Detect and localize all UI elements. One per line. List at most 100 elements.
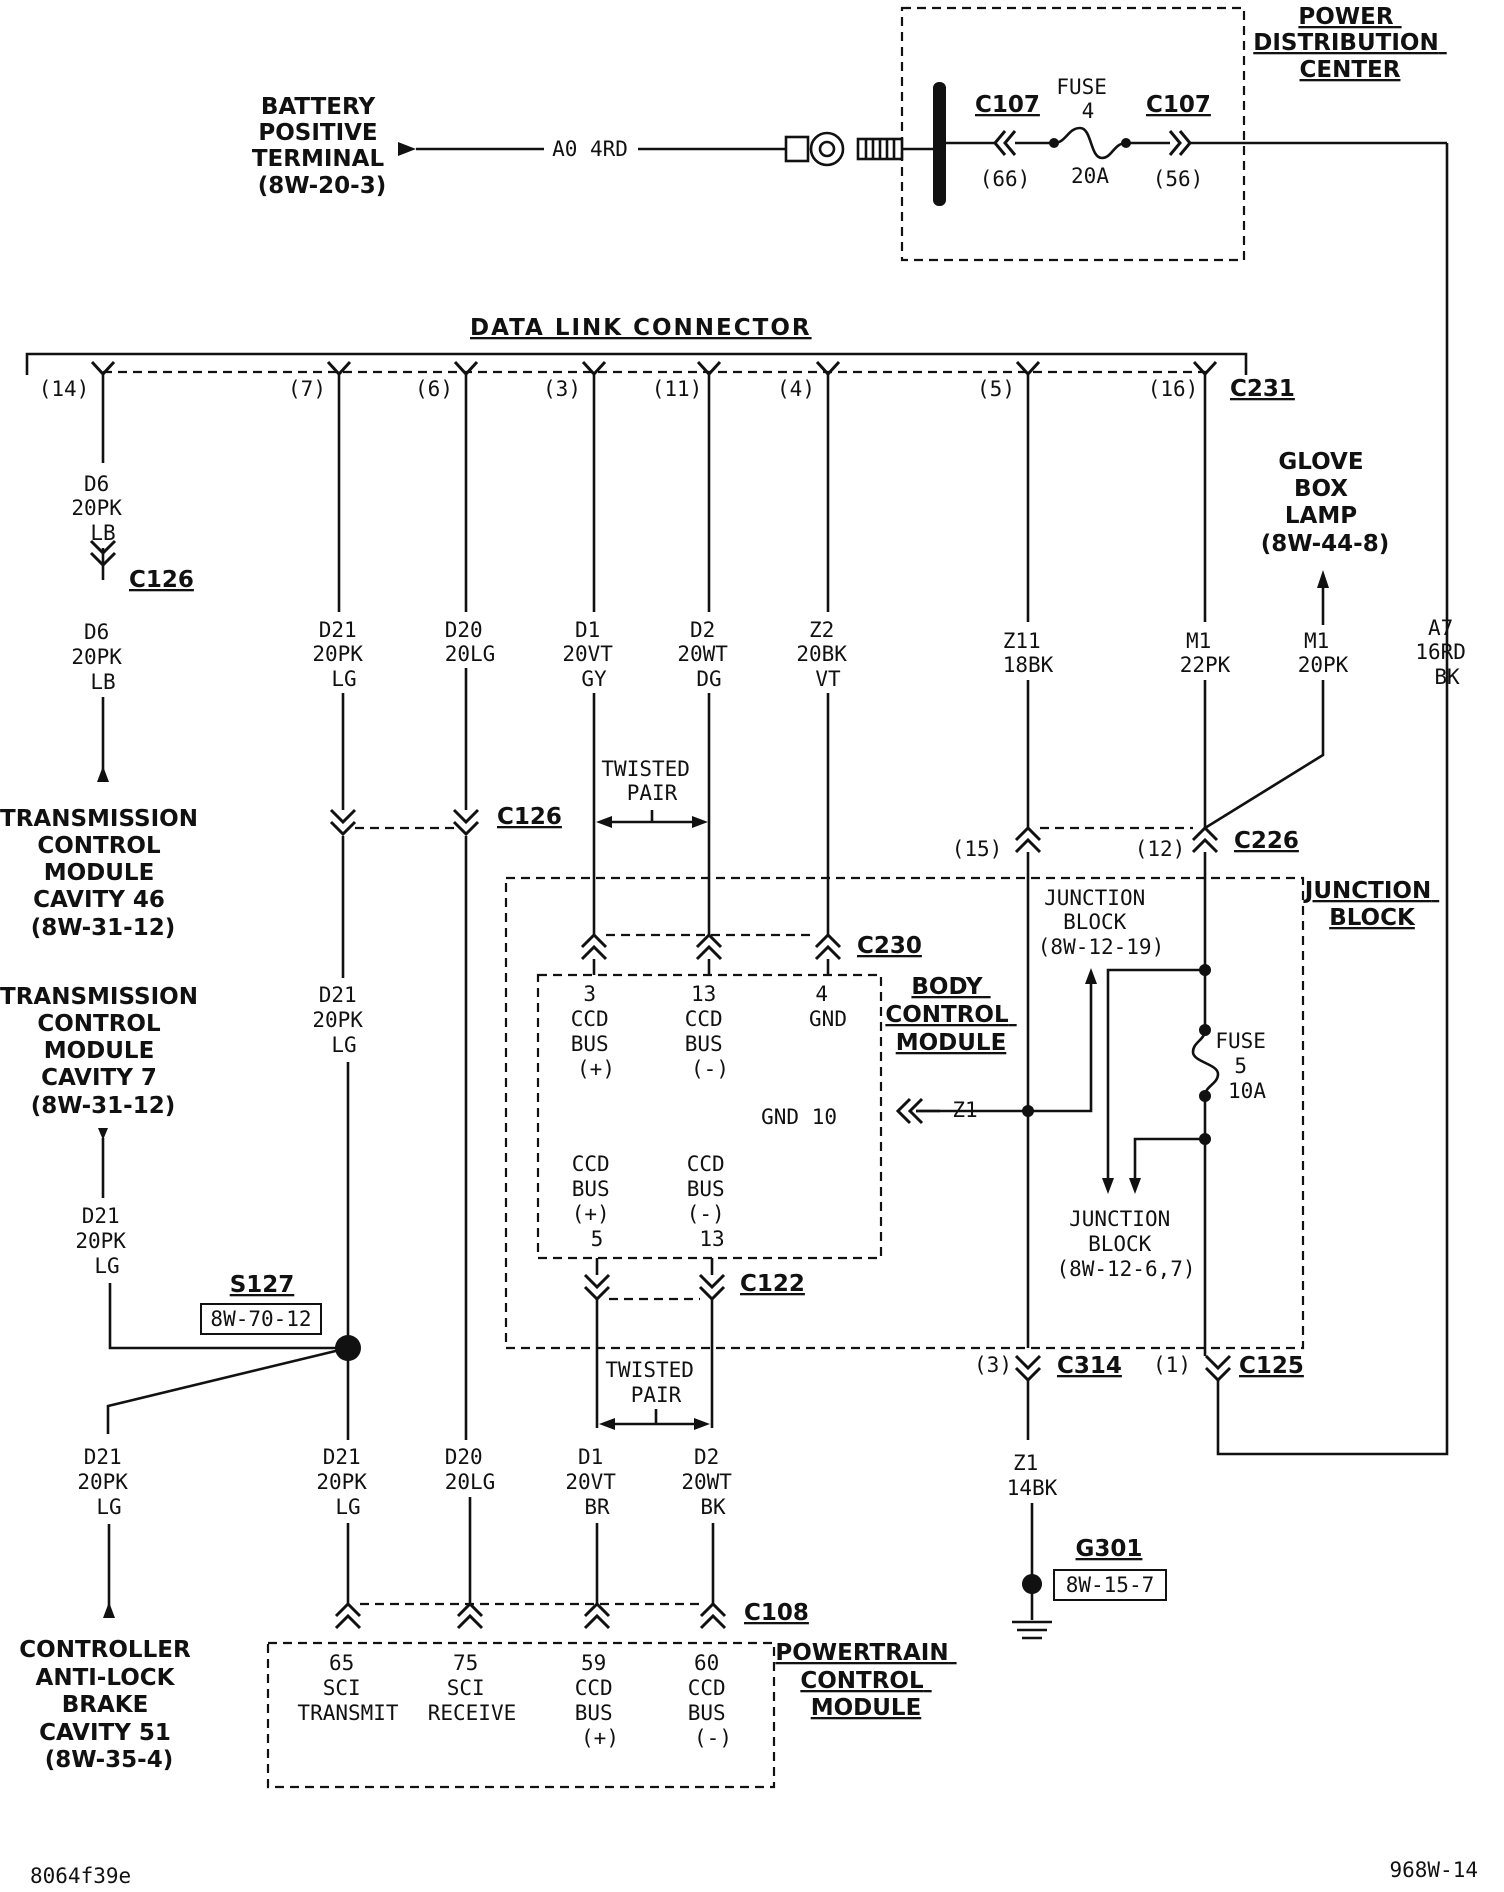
wire-d20-label-1: D20 20LG xyxy=(445,618,496,666)
twisted-pair-upper-label: TWISTED PAIR xyxy=(601,757,702,805)
wire-d2-label: D2 20WT DG xyxy=(677,618,740,691)
bcm-cavity-4: 4 GND xyxy=(809,982,847,1031)
c314-pin3-label: (3) xyxy=(974,1353,1012,1377)
wire-d21-abs-upper xyxy=(106,1346,349,1434)
glove-box-lamp-label: GLOVE BOX LAMP (8W-44-8) xyxy=(1261,449,1389,557)
wire-d20-label-2: D20 20LG xyxy=(445,1445,496,1494)
jb-ref2-arrow-b xyxy=(1129,1178,1141,1194)
footer-left-code: 8064f39e xyxy=(30,1864,131,1888)
battery-terminal-label: BATTERY POSITIVE TERMINAL (8W-20-3) xyxy=(252,94,392,199)
fuse5-symbol xyxy=(1191,1029,1220,1097)
dlc-cavity-4 xyxy=(815,360,841,377)
fuse4-symbol xyxy=(1053,126,1127,160)
c126-d20-connector xyxy=(452,808,480,837)
pcm-cavity-59: 59 CCD BUS (+) xyxy=(575,1651,626,1750)
c108-pin59 xyxy=(583,1601,611,1630)
pcm-cavity-75: 75 SCI RECEIVE xyxy=(428,1651,517,1725)
dlc-pin-label-16: (16) xyxy=(1148,377,1199,401)
wire-a7 xyxy=(1216,143,1449,1456)
c226-label: C226 xyxy=(1234,828,1299,854)
wire-d6-label-top: D6 20PK LB xyxy=(71,472,134,545)
pdc-pin-66: (66) xyxy=(980,167,1031,191)
glove-box-arrow xyxy=(1317,570,1329,588)
pdc-boundary xyxy=(900,6,1246,262)
wire-d21-tcm7-lower xyxy=(108,1283,348,1350)
c314-connector xyxy=(1014,1354,1042,1383)
pdc-pin-56: (56) xyxy=(1153,167,1204,191)
jb-ref1-arrow xyxy=(1085,968,1097,984)
tcm-cavity-46-label: TRANSMISSION CONTROL MODULE CAVITY 46 (8… xyxy=(0,806,206,941)
dlc-bracket xyxy=(25,352,1248,375)
dlc-pin-label-14: (14) xyxy=(39,377,90,401)
dlc-pin-label-6: (6) xyxy=(415,377,453,401)
wire-d1-label: D1 20VT GY xyxy=(562,618,625,691)
c108-label: C108 xyxy=(744,1600,809,1626)
battery-arrow xyxy=(398,142,416,156)
abs-arrow xyxy=(103,1602,115,1618)
wire-d2-bottom-label: D2 20WT BK xyxy=(681,1445,744,1519)
ground-g301-eyelet xyxy=(1022,1574,1042,1594)
fuse5-label: FUSE 5 10A xyxy=(1215,1029,1278,1103)
c107-out-connector xyxy=(1168,130,1192,156)
ground-symbol xyxy=(1012,1620,1052,1640)
c126-d6-label: C126 xyxy=(129,567,194,593)
ring-terminal xyxy=(784,135,810,163)
stud-bolt xyxy=(856,137,904,161)
bcm-gnd-10: GND 10 xyxy=(761,1105,837,1129)
wire-d21-label-2: D21 20PK LG xyxy=(312,983,375,1057)
wire-jb-feed-a xyxy=(1106,968,1205,1178)
c230-label: C230 xyxy=(857,933,922,959)
ground-g301-ref: 8W-15-7 xyxy=(1066,1573,1155,1597)
pcm-cavity-60: 60 CCD BUS (-) xyxy=(688,1651,739,1750)
c125-pin1-label: (1) xyxy=(1153,1353,1191,1377)
dlc-cavity-11 xyxy=(696,360,722,377)
c226-pin15 xyxy=(1014,825,1042,854)
junction-block-ref1: JUNCTION BLOCK (8W-12-19) xyxy=(1038,886,1164,959)
twisted-pair-lower-label: TWISTED PAIR xyxy=(605,1358,706,1407)
wire-d6-label-bottom: D6 20PK LB xyxy=(71,620,134,694)
bcm-boundary xyxy=(536,973,883,1260)
junction-block-boundary xyxy=(504,876,1305,1350)
c230-pin4 xyxy=(814,932,842,961)
c226-pin12 xyxy=(1191,825,1219,854)
wire-z11-label: Z11 18BK xyxy=(1003,629,1054,677)
dlc-title: DATA LINK CONNECTOR xyxy=(470,315,812,341)
bcm-cavity-13-lower: CCD BUS (-) 13 xyxy=(687,1152,738,1251)
c107-in-connector xyxy=(993,130,1017,156)
wire-d21-abs-label: D21 20PK LG xyxy=(77,1445,140,1519)
dlc-pin-label-4: (4) xyxy=(777,377,815,401)
c230-pin3 xyxy=(580,932,608,961)
splice-s127-ref-box xyxy=(200,1303,322,1335)
ring-terminal-eye xyxy=(809,131,845,167)
twisted-pair-upper-arrow xyxy=(596,810,708,828)
c126-d21-connector xyxy=(329,808,357,837)
wire-d21-label-1: D21 20PK LG xyxy=(312,618,375,691)
c125-label: C125 xyxy=(1239,1353,1304,1379)
abs-controller-label: CONTROLLER ANTI-LOCK BRAKE CAVITY 51 (8W… xyxy=(19,1637,198,1773)
wire-z1-to-jb-ref xyxy=(1028,984,1093,1113)
twisted-pair-lower-arrow xyxy=(599,1409,710,1430)
pdc-title: POWER DISTRIBUTION CENTER xyxy=(1253,4,1446,83)
wire-d1-bottom-label: D1 20VT BR xyxy=(565,1445,628,1519)
pcm-title: POWERTRAIN CONTROL MODULE xyxy=(775,1640,956,1721)
bcm-cavity-13: 13 CCD BUS (-) xyxy=(685,982,736,1081)
c108-pin75 xyxy=(456,1601,484,1630)
dlc-c231: C231 xyxy=(1230,376,1295,402)
c122-pin13 xyxy=(698,1273,726,1302)
ground-g301-ref-box xyxy=(1053,1569,1167,1601)
battery-wire-label: A0 4RD xyxy=(552,137,628,161)
dlc-cavity-16 xyxy=(1192,360,1218,377)
wire-m1b xyxy=(1204,680,1325,830)
dlc-pin-label-11: (11) xyxy=(652,377,703,401)
bcm-cavity-3: 3 CCD BUS (+) xyxy=(571,982,622,1081)
tcm-cavity-7-label: TRANSMISSION CONTROL MODULE CAVITY 7 (8W… xyxy=(0,984,206,1119)
ring-terminal-hole xyxy=(818,140,836,158)
wire-d21-label-3: D21 20PK LG xyxy=(316,1445,379,1519)
splice-s127-ref: 8W-70-12 xyxy=(210,1307,311,1331)
wire-jb-feed-b xyxy=(1133,1137,1205,1178)
pdc-c107-out-label: C107 xyxy=(1146,92,1211,118)
c126-lower-label: C126 xyxy=(497,804,562,830)
bcm-title: BODY CONTROL MODULE xyxy=(885,974,1016,1056)
footer-right-code: 968W-14 xyxy=(1389,1858,1478,1882)
c122-pin5 xyxy=(583,1273,611,1302)
